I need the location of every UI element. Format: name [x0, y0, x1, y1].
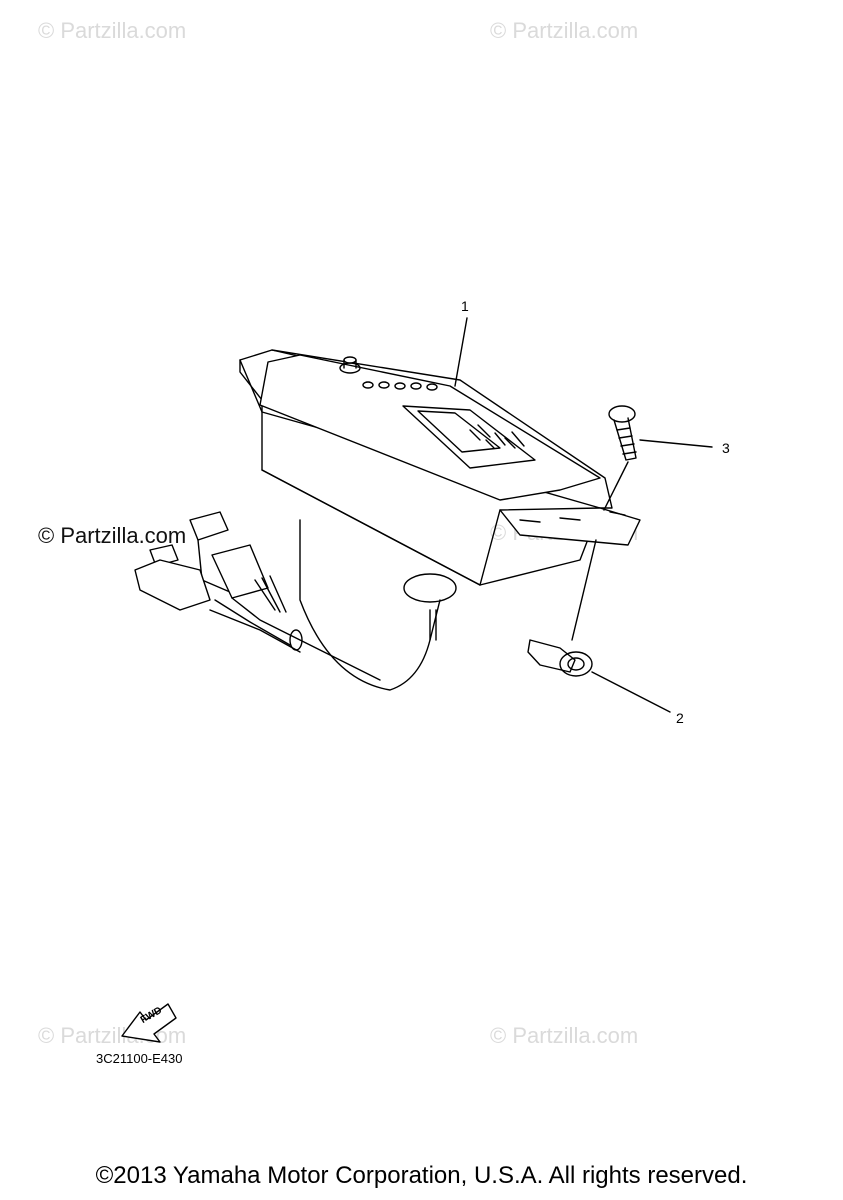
screw-part-3[interactable]: [608, 405, 637, 461]
diagram-code: 3C21100-E430: [96, 1051, 183, 1066]
guide-line-clip: [571, 539, 597, 641]
guide-line-screw: [603, 461, 629, 511]
fwd-arrow-icon: [121, 1003, 177, 1043]
leader-line-2: [591, 671, 671, 713]
wire-harness-connectors[interactable]: [134, 511, 381, 681]
leader-line-1: [454, 317, 468, 387]
nut-clip-part-2[interactable]: [527, 639, 593, 677]
watermark-middle-left: © Partzilla.com: [38, 523, 187, 548]
meter-assembly-part-1[interactable]: [239, 349, 641, 691]
watermark-top-right: © Partzilla.com: [490, 18, 639, 43]
callout-2: 2: [676, 710, 684, 726]
copyright-footer: ©2013 Yamaha Motor Corporation, U.S.A. A…: [95, 1162, 748, 1189]
callout-1: 1: [461, 298, 469, 314]
callout-3: 3: [722, 440, 730, 456]
watermark-top-left: © Partzilla.com: [38, 18, 187, 43]
leader-line-3: [639, 439, 713, 448]
watermark-bottom-right: © Partzilla.com: [490, 1023, 639, 1048]
